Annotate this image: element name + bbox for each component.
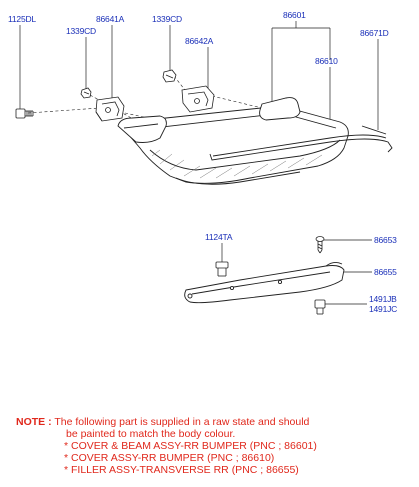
note-line-1: NOTE : The following part is supplied in…	[16, 416, 412, 428]
note-item-2: * COVER ASSY-RR BUMPER (PNC ; 86610)	[16, 452, 412, 464]
note-item-text: COVER & BEAM ASSY-RR BUMPER	[71, 440, 247, 452]
nut-1339CD-left-icon	[80, 87, 92, 99]
label-86642A: 86642A	[185, 36, 214, 46]
note-item-text: FILLER ASSY-TRANSVERSE RR	[71, 464, 229, 476]
bolt-1125DL-icon	[15, 108, 34, 119]
moulding-strip-86671D	[209, 125, 393, 161]
label-86655: 86655	[374, 267, 397, 277]
note-item-3: * FILLER ASSY-TRANSVERSE RR (PNC ; 86655…	[16, 464, 412, 476]
label-86671D: 86671D	[360, 28, 389, 38]
note-item-pnc: (PNC ; 86610)	[207, 452, 275, 464]
label-86601: 86601	[283, 10, 306, 20]
filler-transverse-86655	[184, 261, 345, 304]
label-1339CD-right: 1339CD	[152, 14, 182, 24]
label-1491JC: 1491JC	[369, 304, 397, 314]
bumper-beam	[259, 97, 301, 121]
note-item-1: * COVER & BEAM ASSY-RR BUMPER (PNC ; 866…	[16, 440, 412, 452]
note-item-text: COVER ASSY-RR BUMPER	[71, 452, 205, 464]
note-label: NOTE :	[16, 416, 52, 428]
bumper-side-end	[117, 115, 167, 143]
clip-1124TA-icon	[215, 261, 229, 277]
bracket-86641A-icon	[95, 96, 125, 122]
label-1124TA: 1124TA	[205, 232, 233, 242]
label-86641A: 86641A	[96, 14, 125, 24]
leader-lines	[19, 21, 379, 305]
nut-1339CD-right-icon	[162, 69, 177, 83]
note-item-pnc: (PNC ; 86655)	[231, 464, 299, 476]
clip-1491JB-icon	[314, 299, 326, 315]
label-86653: 86653	[374, 235, 397, 245]
note-item-pnc: (PNC ; 86601)	[249, 440, 317, 452]
label-86610: 86610	[315, 56, 338, 66]
label-1491JB: 1491JB	[369, 294, 397, 304]
bracket-86642A-icon	[181, 85, 215, 113]
note-block: NOTE : The following part is supplied in…	[16, 416, 412, 476]
label-1125DL: 1125DL	[8, 14, 36, 24]
note-line-2: be painted to match the body colour.	[16, 428, 412, 440]
note-item-marker: *	[64, 464, 69, 476]
note-text-1: The following part is supplied in a raw …	[54, 416, 310, 428]
label-1339CD-left: 1339CD	[66, 26, 96, 36]
screw-86653-icon	[315, 236, 325, 254]
note-text-2: be painted to match the body colour.	[66, 428, 236, 440]
note-item-marker: *	[64, 452, 69, 464]
note-item-marker: *	[64, 440, 69, 452]
